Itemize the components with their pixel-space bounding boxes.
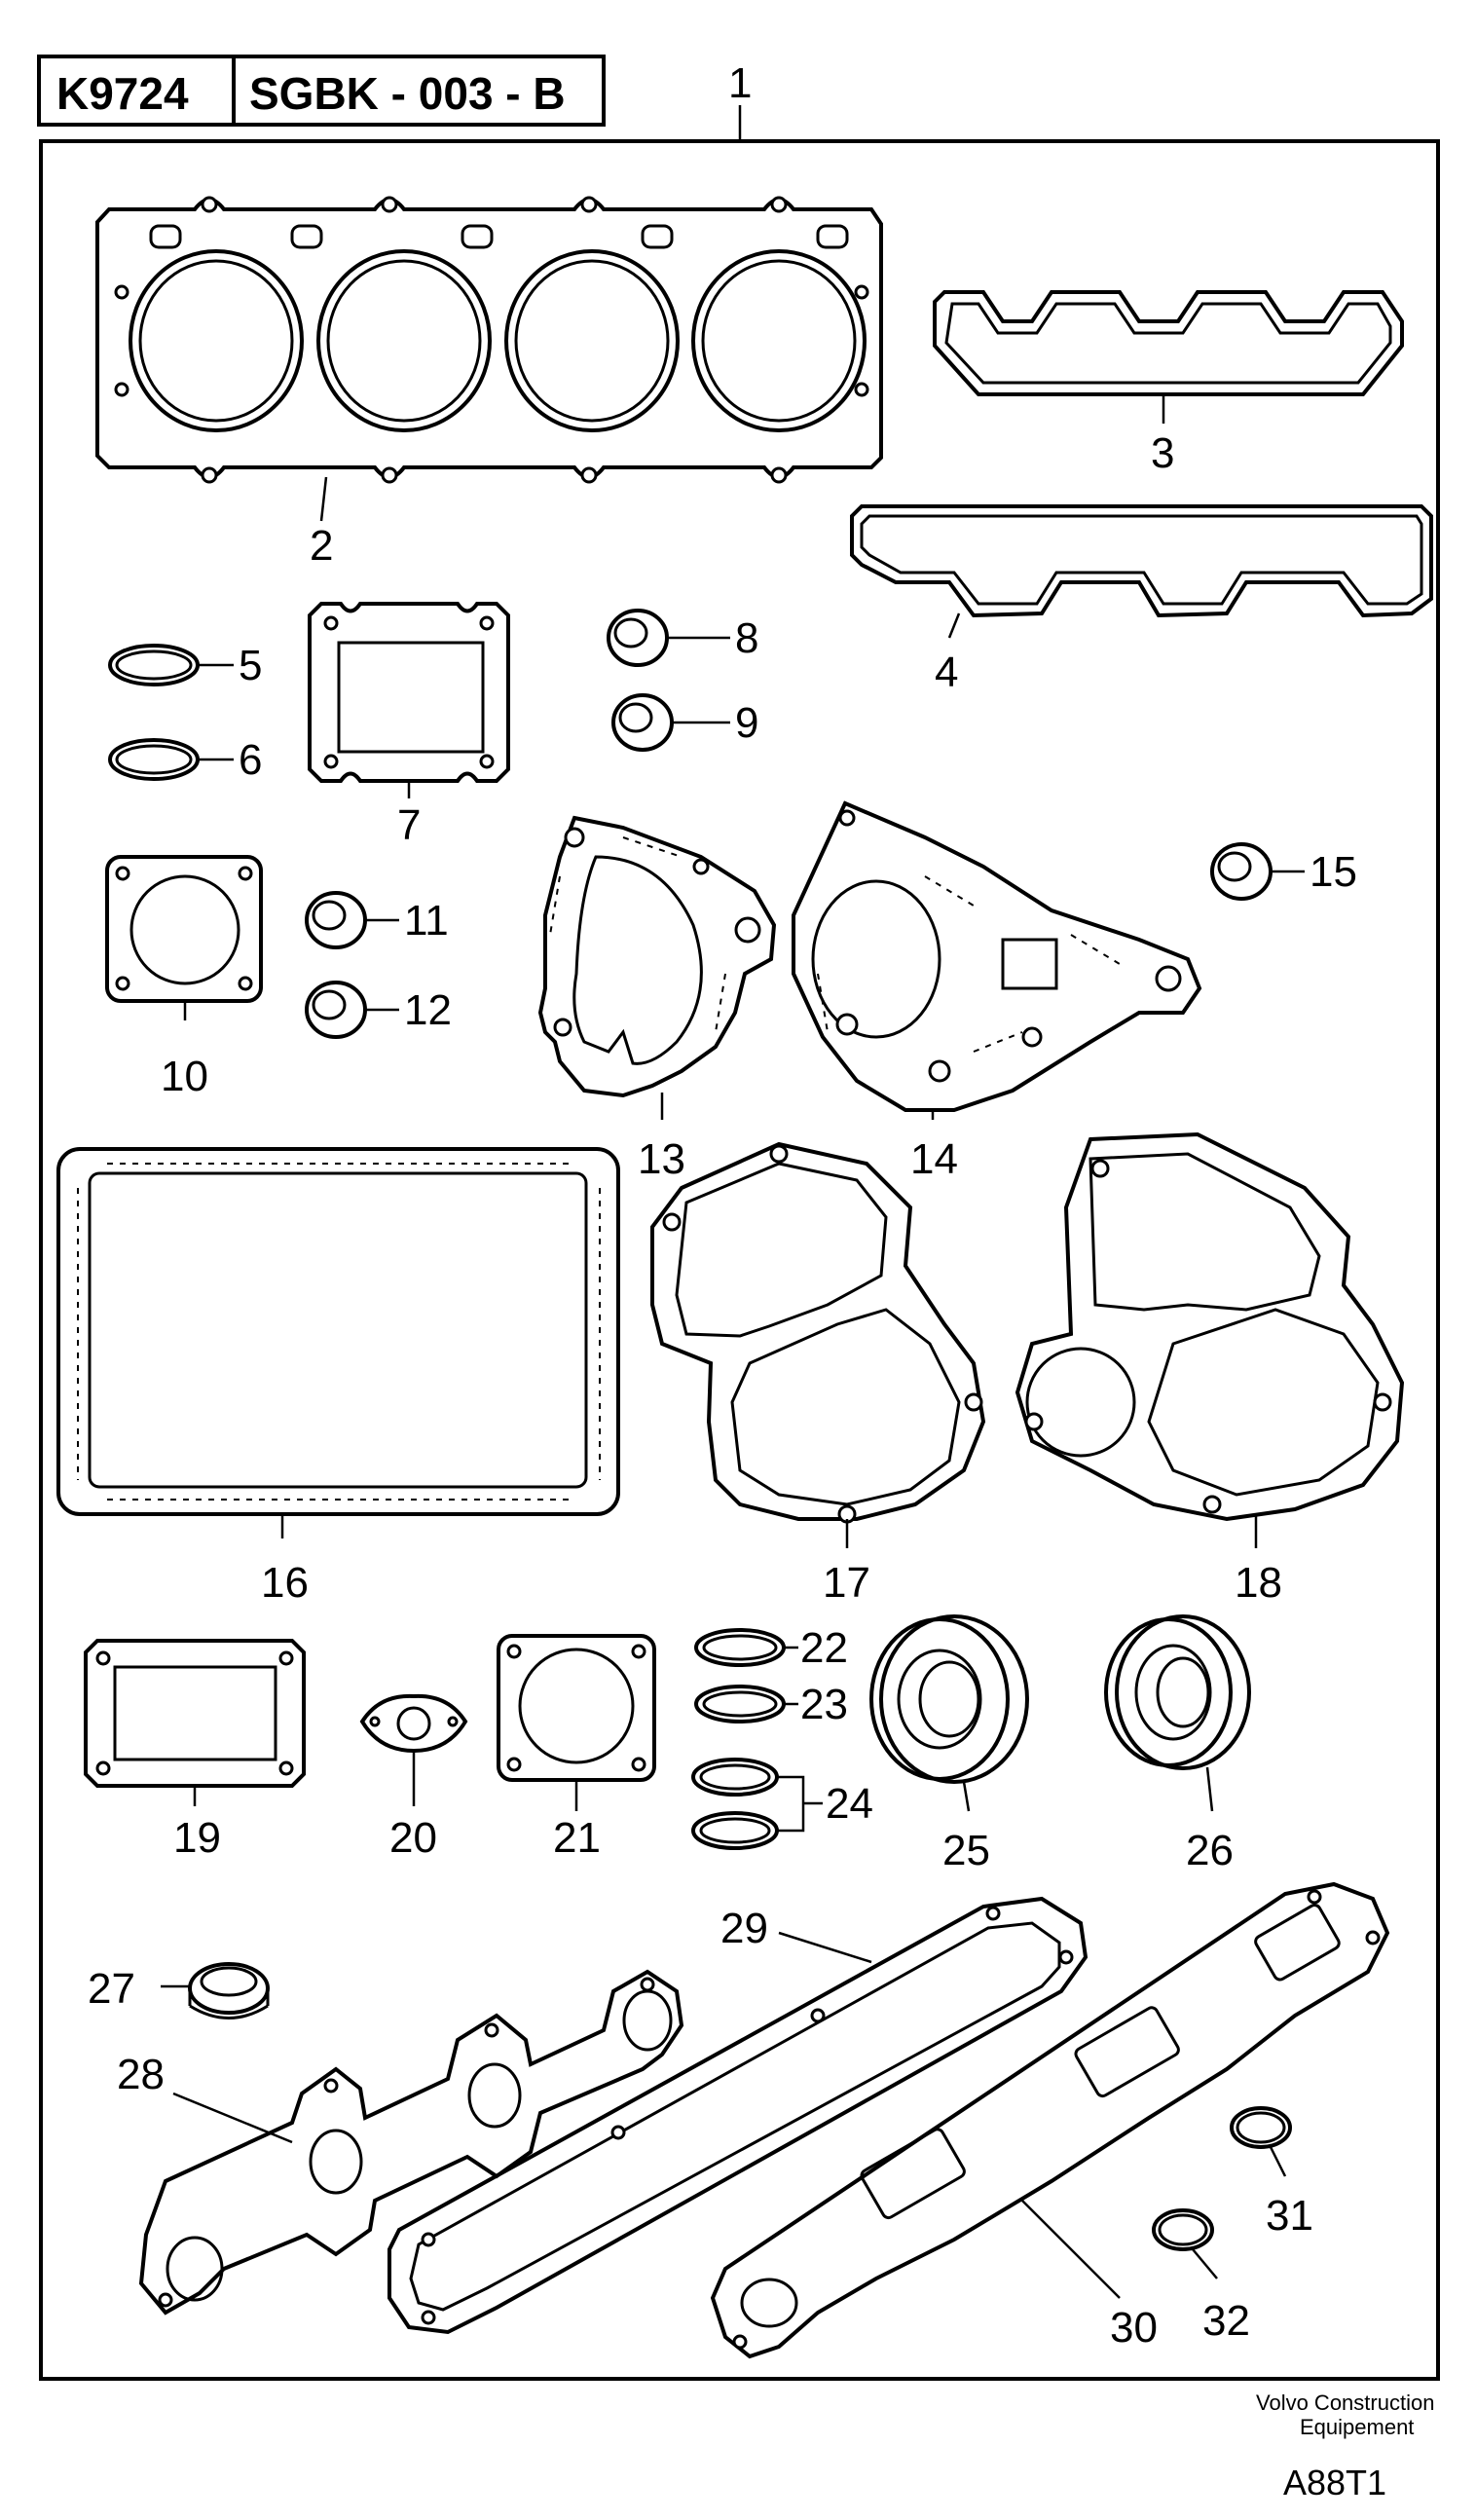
seal-12 [305, 981, 367, 1039]
leader-4 [947, 612, 961, 639]
label-27: 27 [88, 1965, 135, 2013]
leader-25 [962, 1781, 971, 1812]
label-22: 22 [800, 1624, 848, 1672]
intake-gasket-29 [387, 1896, 1089, 2335]
flange-gasket-19 [84, 1639, 306, 1788]
brand-line-1: Volvo Construction [1256, 2390, 1434, 2415]
oil-pan-gasket-16 [56, 1147, 620, 1516]
leader-32 [1192, 2248, 1218, 2279]
flange-gasket-10 [105, 855, 263, 1003]
label-26: 26 [1186, 1827, 1234, 1874]
group-code-box [232, 55, 606, 127]
label-14: 14 [910, 1135, 958, 1183]
header: K9724 SGBK - 003 - B [37, 55, 606, 127]
flange-gasket-21 [497, 1634, 656, 1782]
intake-manifold-gasket-30 [710, 1881, 1390, 2359]
timing-plate-gasket-14 [792, 800, 1202, 1112]
label-3: 3 [1151, 429, 1174, 477]
label-11: 11 [404, 897, 449, 945]
label-18: 18 [1235, 1559, 1282, 1607]
valve-cover-gasket [933, 290, 1404, 396]
label-28: 28 [117, 2051, 165, 2098]
leader-31 [1269, 2146, 1287, 2177]
o-ring-31 [1230, 2106, 1292, 2149]
machine-code: K9724 [56, 68, 189, 119]
housing-gasket-13 [537, 815, 777, 1098]
rocker-cover-gasket [850, 504, 1433, 618]
seal-11 [305, 891, 367, 949]
label-21: 21 [553, 1814, 601, 1862]
label-5: 5 [239, 642, 262, 689]
timing-cover-gasket-17 [650, 1141, 986, 1524]
brand-line-2: Equipement [1300, 2415, 1414, 2439]
seal-27 [188, 1962, 270, 2020]
o-ring-32 [1152, 2208, 1214, 2251]
label-19: 19 [173, 1814, 221, 1862]
label-16: 16 [261, 1559, 309, 1607]
group-code: SGBK - 003 - B [249, 68, 566, 119]
cylinder-head-gasket [95, 196, 883, 484]
leader-24 [777, 1775, 823, 1833]
label-8: 8 [735, 614, 758, 662]
label-23: 23 [800, 1681, 848, 1728]
small-flange-gasket-20 [359, 1693, 468, 1754]
label-30: 30 [1110, 2304, 1158, 2352]
footer: Volvo Construction Equipement A88T1 [1256, 2390, 1434, 2502]
label-4: 4 [935, 649, 958, 696]
label-7: 7 [397, 801, 421, 849]
seal-8 [607, 609, 669, 667]
leader-30 [1021, 2200, 1121, 2299]
leader-29 [778, 1931, 872, 1964]
label-6: 6 [239, 736, 262, 784]
label-24: 24 [826, 1780, 873, 1828]
manifold-gasket-28 [138, 1969, 684, 2316]
label-31: 31 [1266, 2192, 1313, 2240]
label-32: 32 [1202, 2297, 1250, 2345]
seal-9 [611, 693, 674, 752]
label-1: 1 [728, 59, 752, 107]
leader-26 [1205, 1766, 1214, 1812]
label-17: 17 [823, 1559, 870, 1607]
label-2: 2 [310, 522, 333, 570]
timing-cover-gasket-18 [1015, 1131, 1405, 1522]
leader-28 [172, 2092, 293, 2144]
flange-gasket-7 [308, 602, 510, 783]
label-15: 15 [1310, 848, 1357, 896]
label-9: 9 [735, 699, 758, 747]
label-12: 12 [404, 986, 452, 1034]
seal-15 [1210, 842, 1273, 901]
label-10: 10 [161, 1053, 208, 1100]
crankshaft-seal-26 [1104, 1614, 1251, 1770]
crankshaft-seal-25 [869, 1614, 1029, 1784]
label-29: 29 [720, 1905, 768, 1952]
label-25: 25 [942, 1827, 990, 1874]
label-13: 13 [638, 1135, 685, 1183]
leader-2 [319, 476, 328, 522]
figure-code: A88T1 [1283, 2463, 1386, 2502]
label-20: 20 [389, 1814, 437, 1862]
